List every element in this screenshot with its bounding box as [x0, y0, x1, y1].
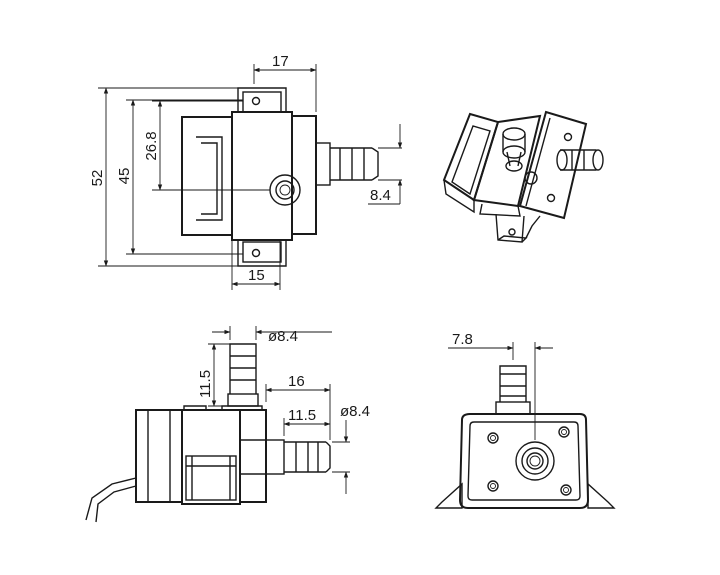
dim-bottom-width: 15 [248, 267, 265, 284]
dim-outlet-diameter: 8.4 [370, 187, 391, 204]
isometric-view [442, 110, 604, 243]
rear-view: 7.8 [434, 331, 616, 509]
dim-inner-height: 26.8 [143, 131, 160, 160]
dim-side-outlet-offset: 16 [288, 373, 305, 390]
dim-side-outlet-diameter: ø8.4 [340, 403, 370, 420]
dim-body-height: 45 [116, 168, 133, 185]
side-view: ø8.4 11.5 16 11.5 ø8.4 [85, 326, 370, 523]
dim-top-width: 17 [272, 53, 289, 70]
dim-side-outlet-length: 11.5 [288, 407, 316, 424]
dim-rear-outlet-offset: 7.8 [452, 331, 473, 348]
dim-overall-height: 52 [89, 170, 106, 187]
dim-top-outlet-diameter: ø8.4 [268, 328, 298, 345]
dim-top-outlet-length: 11.5 [197, 370, 214, 398]
front-view: 17 52 45 26.8 8.4 15 [89, 53, 403, 290]
